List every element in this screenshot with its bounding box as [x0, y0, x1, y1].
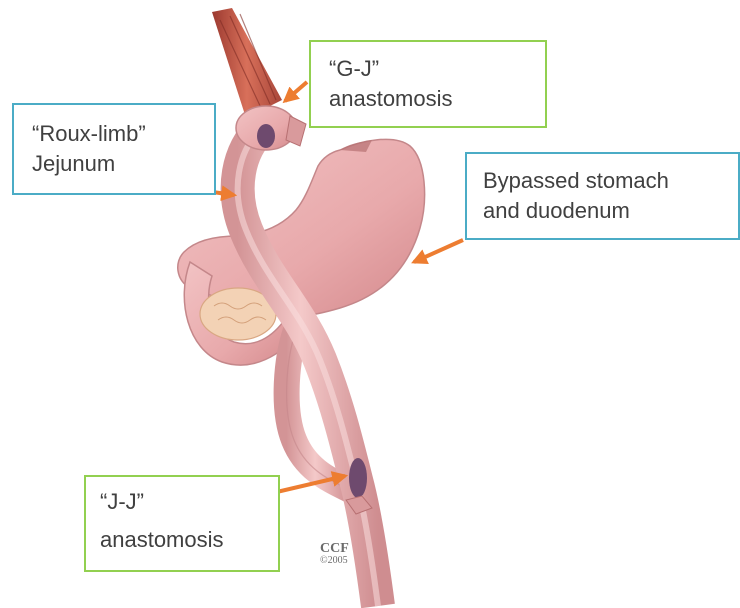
gj-label-line2: anastomosis: [329, 84, 531, 114]
bypassed-stomach-label: Bypassed stomach and duodenum: [465, 152, 740, 240]
jj-anastomosis-label: “J-J” anastomosis: [84, 475, 280, 572]
gastric-pouch: [236, 106, 306, 150]
gj-arrow: [285, 82, 307, 101]
jj-label-line2: anastomosis: [100, 525, 264, 555]
bypassed-arrow: [414, 240, 463, 262]
bypassed-label-line1: Bypassed stomach: [483, 166, 724, 196]
roux-label-line2: Jejunum: [32, 149, 200, 179]
credit-year: ©2005: [320, 555, 349, 567]
gj-anastomosis-dot: [257, 124, 275, 148]
esophagus: [212, 8, 282, 118]
roux-limb-label: “Roux-limb” Jejunum: [12, 103, 216, 195]
credit-mark: CCF: [320, 543, 349, 555]
copyright-credit: CCF ©2005: [320, 543, 349, 567]
bypassed-label-line2: and duodenum: [483, 196, 724, 226]
roux-label-line1: “Roux-limb”: [32, 119, 200, 149]
gj-label-line1: “G-J”: [329, 54, 531, 84]
jj-label-line1: “J-J”: [100, 487, 264, 517]
gj-anastomosis-label: “G-J” anastomosis: [309, 40, 547, 128]
